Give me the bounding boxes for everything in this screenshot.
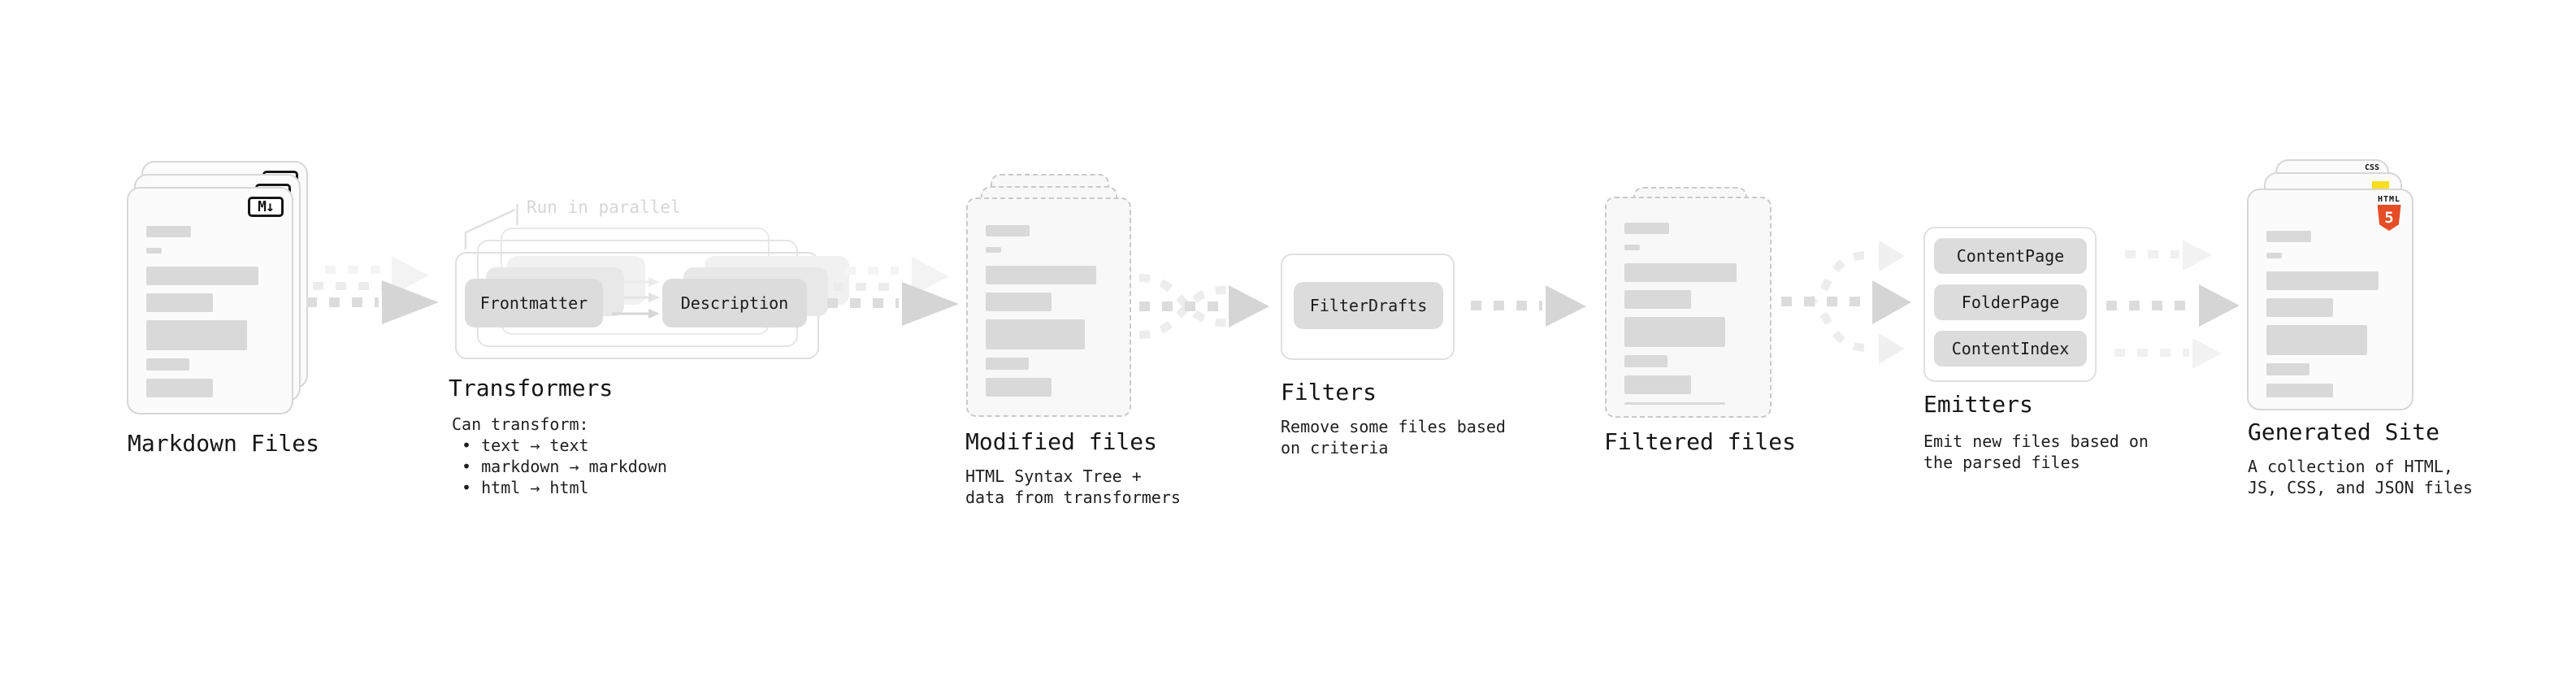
filters-label: Filters [1281, 379, 1377, 406]
file-content-placeholder [1624, 223, 1752, 405]
modified-files-label: Modified files [965, 428, 1158, 455]
filtered-files-label: Filtered files [1604, 428, 1797, 455]
html5-icon: HTML 5 [2374, 195, 2404, 231]
arrow-filtered-to-emitters [1781, 241, 1911, 364]
filtered-file-card [1605, 197, 1772, 418]
filterdrafts-pill: FilterDrafts [1294, 282, 1443, 329]
arrow-emitters-to-generated [2106, 240, 2240, 369]
markdown-files-label: Markdown Files [128, 430, 320, 457]
contentindex-pill: ContentIndex [1934, 331, 2087, 367]
generated-site-label: Generated Site [2248, 419, 2440, 445]
arrow-filters-to-filtered [1471, 285, 1586, 327]
generated-file-card: HTML 5 [2247, 189, 2413, 410]
frontmatter-pill: Frontmatter [465, 279, 603, 327]
modified-files-caption: HTML Syntax Tree + data from transformer… [965, 466, 1181, 507]
modified-file-card [966, 197, 1131, 417]
arrow-markdown-to-transformers [306, 256, 439, 324]
transformers-caption: Can transform: • text → text • markdown … [452, 414, 667, 497]
run-in-parallel-annotation: Run in parallel [527, 197, 681, 217]
transformers-label: Transformers [449, 375, 614, 401]
file-content-placeholder [2266, 231, 2394, 397]
file-content-placeholder [986, 225, 1112, 404]
emitters-label: Emitters [1923, 391, 2033, 418]
markdown-icon: M↓ [248, 197, 284, 217]
description-pill: Description [662, 279, 807, 327]
contentpage-pill: ContentPage [1934, 238, 2087, 274]
filters-caption: Remove some files based on criteria [1281, 417, 1506, 458]
markdown-file-card: M↓ [127, 187, 293, 414]
folderpage-pill: FolderPage [1934, 284, 2087, 320]
file-content-placeholder [146, 226, 274, 401]
arrow-modified-to-filters [1138, 274, 1269, 339]
generated-site-caption: A collection of HTML, JS, CSS, and JSON … [2248, 457, 2473, 497]
emitters-caption: Emit new files based on the parsed files [1923, 432, 2149, 472]
